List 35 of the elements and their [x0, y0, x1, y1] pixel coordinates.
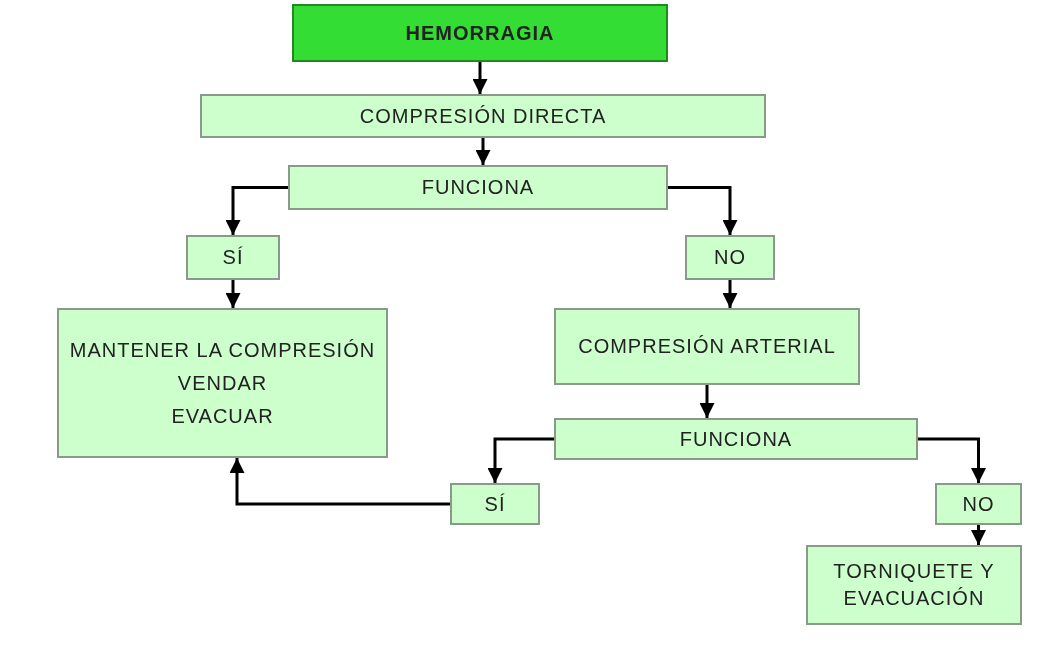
process-box — [57, 308, 388, 458]
box-label: NO — [713, 245, 747, 270]
box-label: MANTENER LA COMPRESIÓN — [68, 337, 377, 363]
process-box — [554, 308, 860, 385]
process-box — [554, 418, 918, 460]
arrow — [699, 385, 715, 418]
process-box — [935, 483, 1022, 525]
arrow — [487, 437, 554, 483]
arrow — [225, 280, 241, 308]
box-label: HEMORRAGIA — [404, 20, 556, 46]
box-label: VENDAR — [176, 370, 269, 396]
box-label: FUNCIONA — [678, 426, 794, 452]
box-label: FUNCIONA — [420, 175, 536, 200]
box-label: NO — [961, 491, 996, 517]
process-box — [288, 165, 668, 210]
process-box — [200, 94, 766, 138]
process-box — [186, 235, 280, 280]
box-label: COMPRESIÓN DIRECTA — [358, 103, 608, 129]
arrow — [229, 458, 450, 506]
arrow — [475, 138, 491, 165]
arrow — [918, 437, 986, 483]
box-label: COMPRESIÓN ARTERIAL — [577, 334, 837, 359]
arrow — [225, 186, 288, 235]
process-box — [685, 235, 775, 280]
box-label: EVACUAR — [170, 403, 275, 429]
box-label: SÍ — [221, 245, 245, 270]
arrow — [971, 525, 986, 545]
arrow — [722, 280, 738, 308]
start-box — [292, 4, 668, 62]
box-label: TORNIQUETE Y EVACUACIÓN — [832, 559, 996, 611]
arrow — [668, 186, 738, 235]
box-label: SÍ — [483, 491, 507, 517]
process-box — [450, 483, 540, 525]
process-box — [806, 545, 1022, 625]
arrow — [472, 62, 488, 94]
